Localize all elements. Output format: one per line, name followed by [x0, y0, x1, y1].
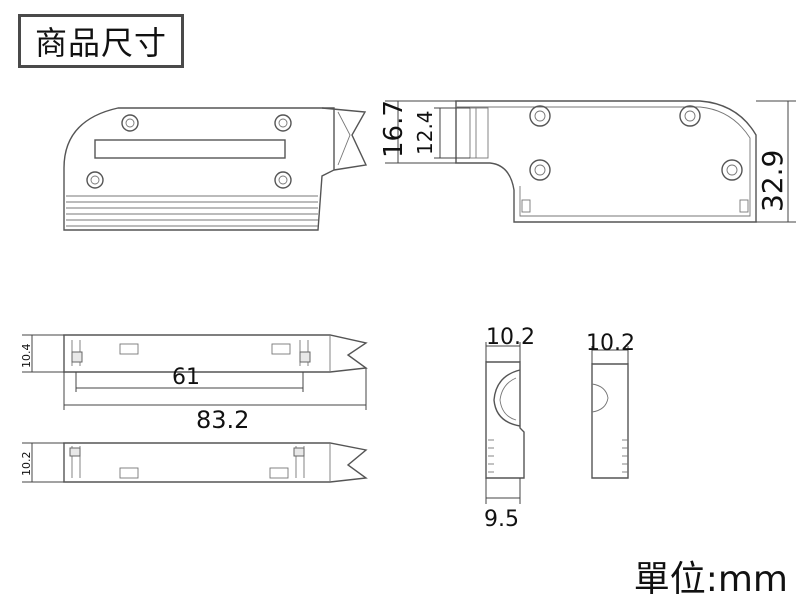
front-view-outline [63, 334, 368, 373]
side-view-outline [455, 100, 757, 223]
title: 商品尺寸 [34, 24, 167, 62]
end-view-b-outline [591, 363, 629, 479]
dim-61: 61 [172, 365, 200, 390]
grip-ribs [66, 195, 318, 227]
dim-83-2: 83.2 [196, 406, 249, 434]
dim-12-4: 12.4 [413, 110, 437, 155]
bottom-view-outline [63, 442, 368, 483]
top-view [63, 107, 368, 231]
latch-tongue [321, 107, 368, 171]
end-view-a: 10.2 9.5 [484, 325, 535, 532]
side-holes [529, 105, 743, 181]
title-frame: 商品尺寸 [18, 14, 184, 68]
bottom-view: 10.2 [20, 442, 368, 483]
dim-10-2-b: 10.2 [586, 331, 635, 356]
label-slot [94, 139, 286, 159]
dim-9-5: 9.5 [484, 507, 519, 532]
end-view-b: 10.2 [586, 331, 635, 479]
dim-10-2-a: 10.2 [486, 325, 535, 350]
dim-10-2-bottom: 10.2 [20, 452, 33, 477]
side-view: 16.7 12.4 32.9 [379, 100, 796, 223]
dim-10-4: 10.4 [20, 344, 33, 369]
front-view: 10.4 61 83.2 [20, 334, 368, 434]
dim-32-9: 32.9 [756, 150, 789, 212]
dim-16-7: 16.7 [379, 100, 409, 158]
mounting-holes [86, 114, 292, 189]
unit-label: 單位:mm [633, 559, 788, 600]
end-view-b-ribs [622, 439, 628, 473]
end-view-a-ribs [488, 439, 494, 473]
top-view-outline [63, 107, 335, 231]
